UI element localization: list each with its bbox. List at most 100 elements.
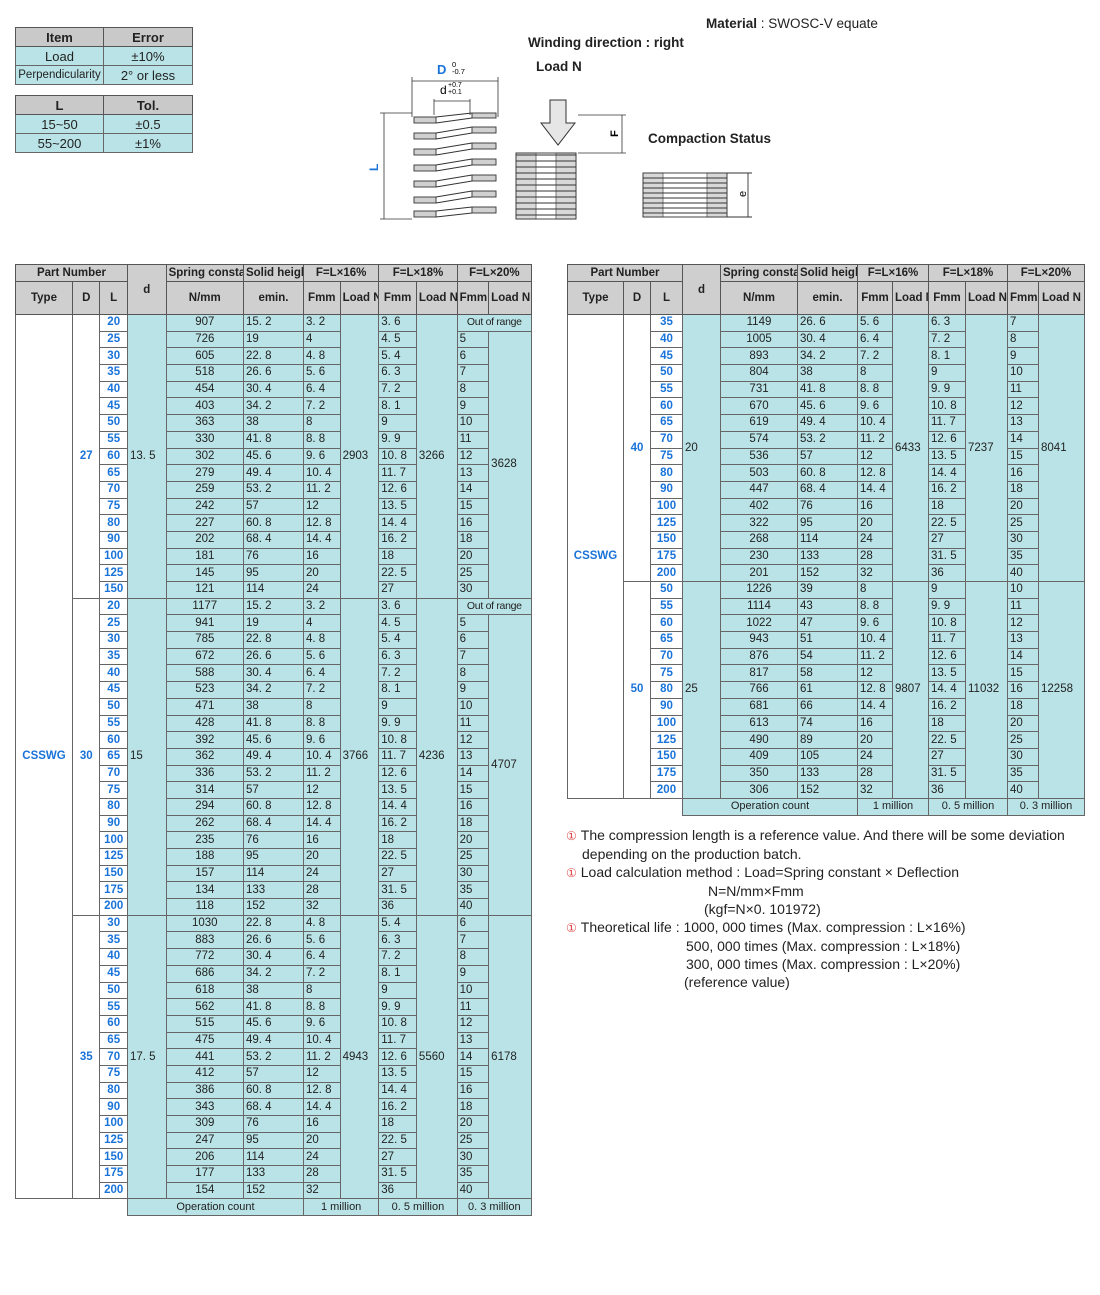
fmm18-cell: 10. 8 (378, 731, 417, 749)
length-cell: 30 (99, 347, 128, 366)
fmm16-cell: 24 (302, 864, 341, 883)
fmm20-cell: 15 (456, 1064, 490, 1083)
wire-d-cell: 20 (682, 314, 722, 582)
spring-constant-cell: 1022 (720, 614, 799, 633)
length-cell: 70 (99, 1048, 128, 1066)
spring-constant-cell: 490 (720, 731, 799, 749)
th-load: Load N (415, 281, 458, 315)
solid-height-cell: 38 (242, 414, 304, 432)
length-cell: 65 (649, 414, 684, 432)
spring-constant-cell: 403 (165, 397, 244, 416)
spring-constant-cell: 471 (165, 697, 244, 716)
th-D: D (623, 281, 651, 315)
length-cell: 90 (649, 697, 684, 716)
spring-constant-cell: 441 (165, 1048, 244, 1066)
length-cell: 75 (99, 497, 128, 516)
length-cell: 100 (649, 497, 684, 516)
fmm16-cell: 12 (857, 447, 894, 466)
tol-header-l: L (15, 95, 104, 115)
fmm20-cell: 30 (456, 864, 490, 883)
solid-height-cell: 38 (797, 364, 859, 382)
spring-constant-cell: 177 (165, 1165, 244, 1183)
fmm20-cell: 9 (456, 964, 490, 983)
length-cell: 35 (99, 647, 128, 666)
fmm18-cell: 14. 4 (928, 464, 967, 482)
solid-height-cell: 49. 4 (797, 414, 859, 432)
spring-constant-cell: 574 (720, 430, 799, 449)
note-line: (kgf=N×0. 101972) (566, 900, 1065, 918)
spring-constant-cell: 262 (165, 814, 244, 833)
fmm16-cell: 8 (857, 364, 894, 382)
length-cell: 175 (649, 764, 684, 783)
solid-height-cell: 53. 2 (242, 764, 304, 783)
fmm20-cell: 8 (456, 664, 490, 683)
spring-solid-icon (642, 172, 752, 218)
note-line: 500, 000 times (Max. compression : L×18%… (566, 937, 1065, 955)
fmm20-cell: 10 (456, 414, 490, 432)
spring-constant-cell: 518 (165, 364, 244, 382)
solid-height-cell: 45. 6 (797, 397, 859, 416)
length-cell: 60 (649, 397, 684, 416)
length-cell: 45 (99, 681, 128, 699)
solid-height-cell: 19 (242, 330, 304, 349)
spring-constant-cell: 1005 (720, 330, 799, 349)
fmm20-cell: 12 (1007, 397, 1040, 416)
fmm20-cell: 6 (456, 914, 490, 933)
length-cell: 35 (649, 314, 684, 332)
solid-height-cell: 76 (242, 831, 304, 849)
note-line: 300, 000 times (Max. compression : L×20%… (566, 955, 1065, 973)
footer-count-20: 0. 3 million (1007, 797, 1086, 816)
fmm18-cell: 22. 5 (928, 514, 967, 532)
spring-constant-cell: 503 (720, 464, 799, 482)
diameter-cell: 50 (623, 581, 651, 799)
fmm18-cell: 13. 5 (378, 1064, 417, 1083)
fmm20-cell: 15 (456, 781, 490, 799)
spec-table-right: Part Number d Spring constant Solid heig… (566, 264, 1086, 816)
svg-text:+0.7: +0.7 (448, 82, 462, 89)
fmm16-cell: 14. 4 (302, 530, 341, 549)
fmm18-cell: 13. 5 (928, 447, 967, 466)
fmm18-cell: 10. 8 (928, 614, 967, 633)
length-cell: 40 (99, 948, 128, 966)
fmm18-cell: 9. 9 (378, 998, 417, 1016)
material-label: Material : SWOSC-V equate (706, 16, 878, 31)
fmm16-cell: 7. 2 (302, 964, 341, 983)
solid-height-cell: 26. 6 (242, 647, 304, 666)
fmm16-cell: 5. 6 (302, 931, 341, 950)
fmm16-cell: 28 (302, 881, 341, 900)
spring-compressed-icon (515, 152, 577, 220)
fmm18-cell: 9 (928, 364, 967, 382)
fmm16-cell: 16 (302, 831, 341, 849)
fmm16-cell: 9. 6 (302, 447, 341, 466)
footer-count-18: 0. 5 million (928, 797, 1009, 816)
fmm16-cell: 12. 8 (857, 681, 894, 699)
load18-cell: 11032 (965, 581, 1009, 799)
fmm16-cell: 24 (857, 747, 894, 766)
spring-constant-cell: 350 (720, 764, 799, 783)
fmm20-cell: 8 (456, 948, 490, 966)
fmm18-cell: 14. 4 (928, 681, 967, 699)
fmm20-cell: 30 (456, 581, 490, 599)
load18-cell: 5560 (415, 914, 458, 1200)
footer-blank (567, 797, 684, 816)
th-units-k: N/mm (720, 281, 799, 315)
fmm20-cell: 30 (456, 1148, 490, 1167)
fmm20-cell: 8 (1007, 330, 1040, 349)
fmm16-cell: 3. 2 (302, 597, 341, 616)
arrow-down-icon (539, 99, 577, 146)
fmm18-cell: 31. 5 (378, 1165, 417, 1183)
fmm18-cell: 13. 5 (928, 664, 967, 683)
spring-constant-cell: 202 (165, 530, 244, 549)
length-cell: 25 (99, 614, 128, 633)
fmm18-cell: 31. 5 (928, 764, 967, 783)
length-cell: 80 (649, 464, 684, 482)
